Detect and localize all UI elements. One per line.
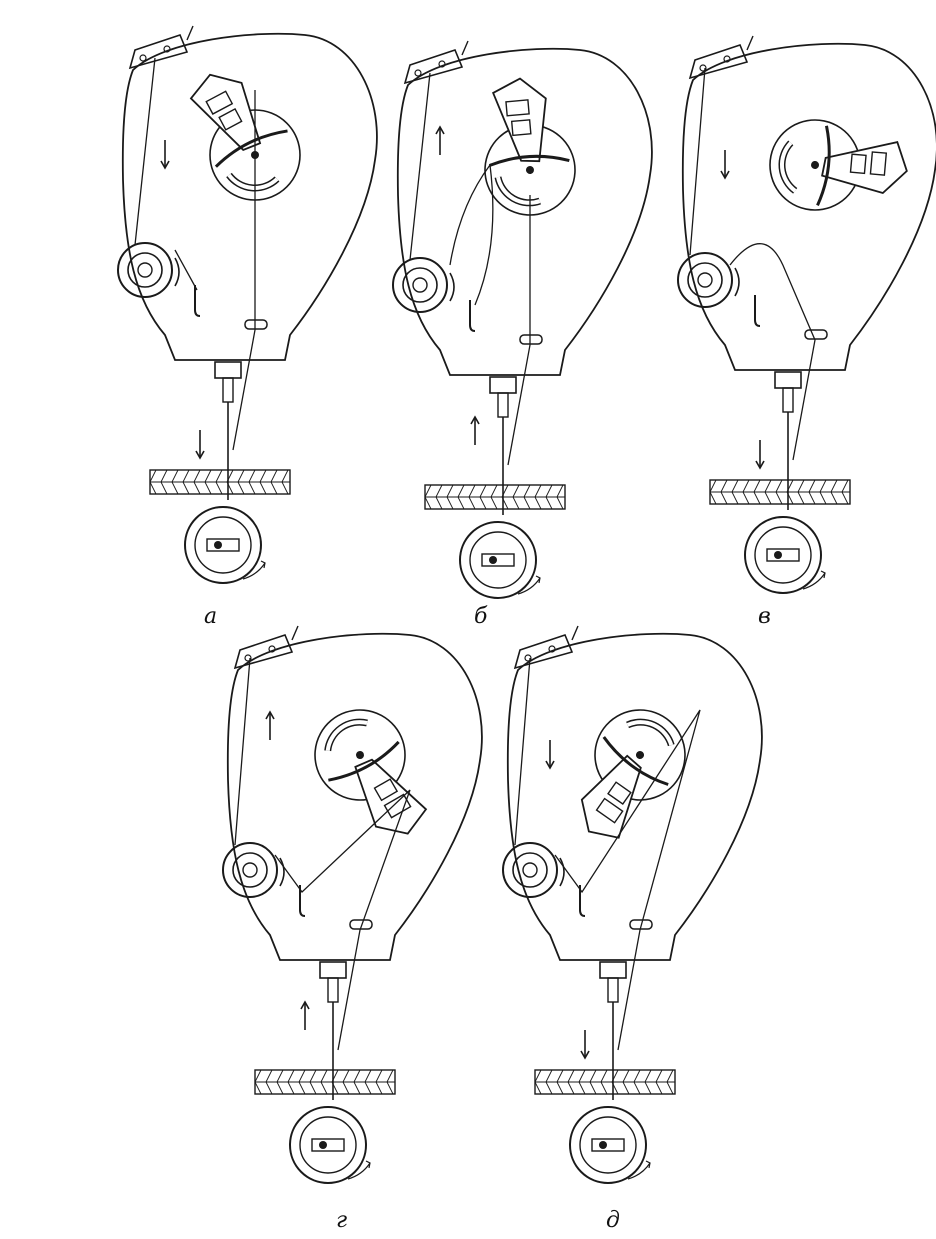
upper-thread-path (234, 657, 411, 1051)
panel-label-b: б (474, 604, 488, 629)
rotary-hook-icon (744, 516, 826, 594)
panel-label-d: д (606, 1208, 620, 1233)
panel-label-a: а (204, 604, 218, 629)
check-spring-icon (194, 285, 201, 317)
lower-thread-guide-icon (519, 334, 543, 345)
take-up-lever-icon (488, 77, 570, 167)
rotary-hook-icon (569, 1106, 651, 1184)
tension-disc-icon (392, 257, 455, 313)
tension-disc-icon (677, 252, 740, 308)
tension-disc-icon (502, 842, 565, 898)
thread-guide-icon (128, 25, 194, 70)
thread-guide-icon (233, 625, 299, 670)
mechanism-panel-g (222, 625, 483, 1184)
thread-guide-icon (688, 35, 754, 80)
tension-disc-icon (117, 242, 180, 298)
fabric-layers (534, 1069, 676, 1095)
panel-label-g: г (336, 1208, 348, 1233)
lower-thread-guide-icon (629, 919, 653, 930)
needle-direction-arrow-icon (300, 1000, 310, 1030)
check-spring-icon (299, 885, 306, 917)
upper-thread-path (409, 72, 531, 466)
sewing-head-body (396, 47, 653, 376)
motion-arrow-icon (720, 150, 730, 180)
panel-label-v: в (758, 604, 771, 629)
fabric-layers (424, 484, 566, 510)
rotary-hook-icon (459, 521, 541, 599)
check-spring-icon (469, 300, 476, 332)
mechanism-panel-v (677, 35, 936, 594)
crank-disc-icon (484, 124, 576, 216)
crank-disc-icon (594, 709, 686, 801)
fabric-layers (709, 479, 851, 505)
sewing-head-body (121, 32, 378, 361)
take-up-lever-icon (580, 736, 669, 839)
take-up-lever-icon (816, 125, 908, 206)
mechanism-panel-b (392, 40, 653, 599)
tension-disc-icon (222, 842, 285, 898)
needle-direction-arrow-icon (470, 415, 480, 445)
take-up-lever-icon (189, 73, 288, 168)
rotary-hook-icon (289, 1106, 371, 1184)
check-spring-icon (754, 295, 761, 327)
mechanism-panel-a (117, 25, 378, 584)
fabric-layers (254, 1069, 396, 1095)
mechanism-panel-d (502, 625, 763, 1184)
motion-arrow-icon (265, 710, 275, 740)
needle-direction-arrow-icon (195, 430, 205, 460)
motion-arrow-icon (545, 740, 555, 770)
motion-arrow-icon (435, 125, 445, 155)
thread-guide-icon (403, 40, 469, 85)
motion-arrow-icon (160, 140, 170, 170)
upper-thread-path (689, 67, 816, 461)
upper-thread-path (514, 657, 701, 1051)
thread-guide-icon (513, 625, 579, 670)
lower-thread-guide-icon (244, 319, 268, 330)
check-spring-icon (579, 885, 586, 917)
sewing-head-body (506, 632, 763, 961)
needle-direction-arrow-icon (580, 1030, 590, 1060)
upper-thread-path (134, 57, 256, 451)
needle-direction-arrow-icon (755, 440, 765, 470)
sewing-head-body (226, 632, 483, 961)
lower-thread-guide-icon (804, 329, 828, 340)
rotary-hook-icon (184, 506, 266, 584)
sewing-head-body (681, 42, 936, 371)
fabric-layers (149, 469, 291, 495)
